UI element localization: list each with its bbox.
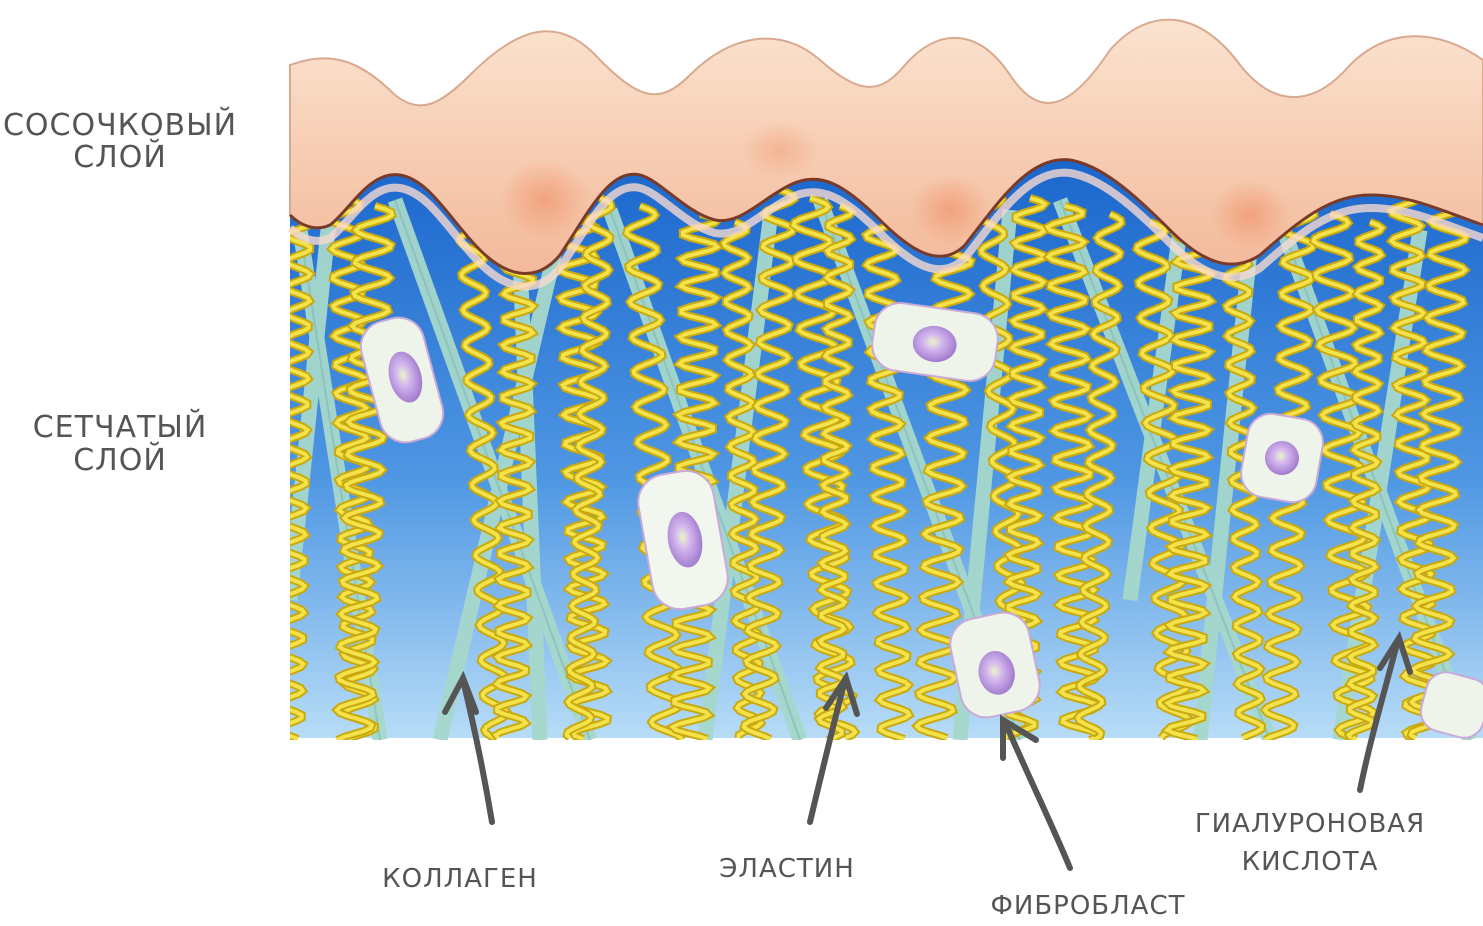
reticular-layer-label-line1: СЕТЧАТЫЙ — [33, 409, 208, 445]
fibroblast-arrow — [1003, 720, 1070, 868]
papillary-layer-label-line1: СОСОЧКОВЫЙ — [3, 107, 237, 143]
elastin-label: ЭЛАСТИН — [719, 854, 855, 884]
hyaluronic-acid-label-line2: КИСЛОТА — [1242, 847, 1379, 877]
fibroblast-cell — [1237, 410, 1326, 506]
fibroblast-label: ФИБРОБЛАСТ — [990, 891, 1185, 921]
papillary-layer-label-line2: СЛОЙ — [73, 139, 167, 175]
collagen-label: КОЛЛАГЕН — [382, 864, 538, 894]
reticular-layer-label-line2: СЛОЙ — [73, 442, 167, 478]
hyaluronic-acid-label-line1: ГИАЛУРОНОВАЯ — [1195, 809, 1425, 839]
